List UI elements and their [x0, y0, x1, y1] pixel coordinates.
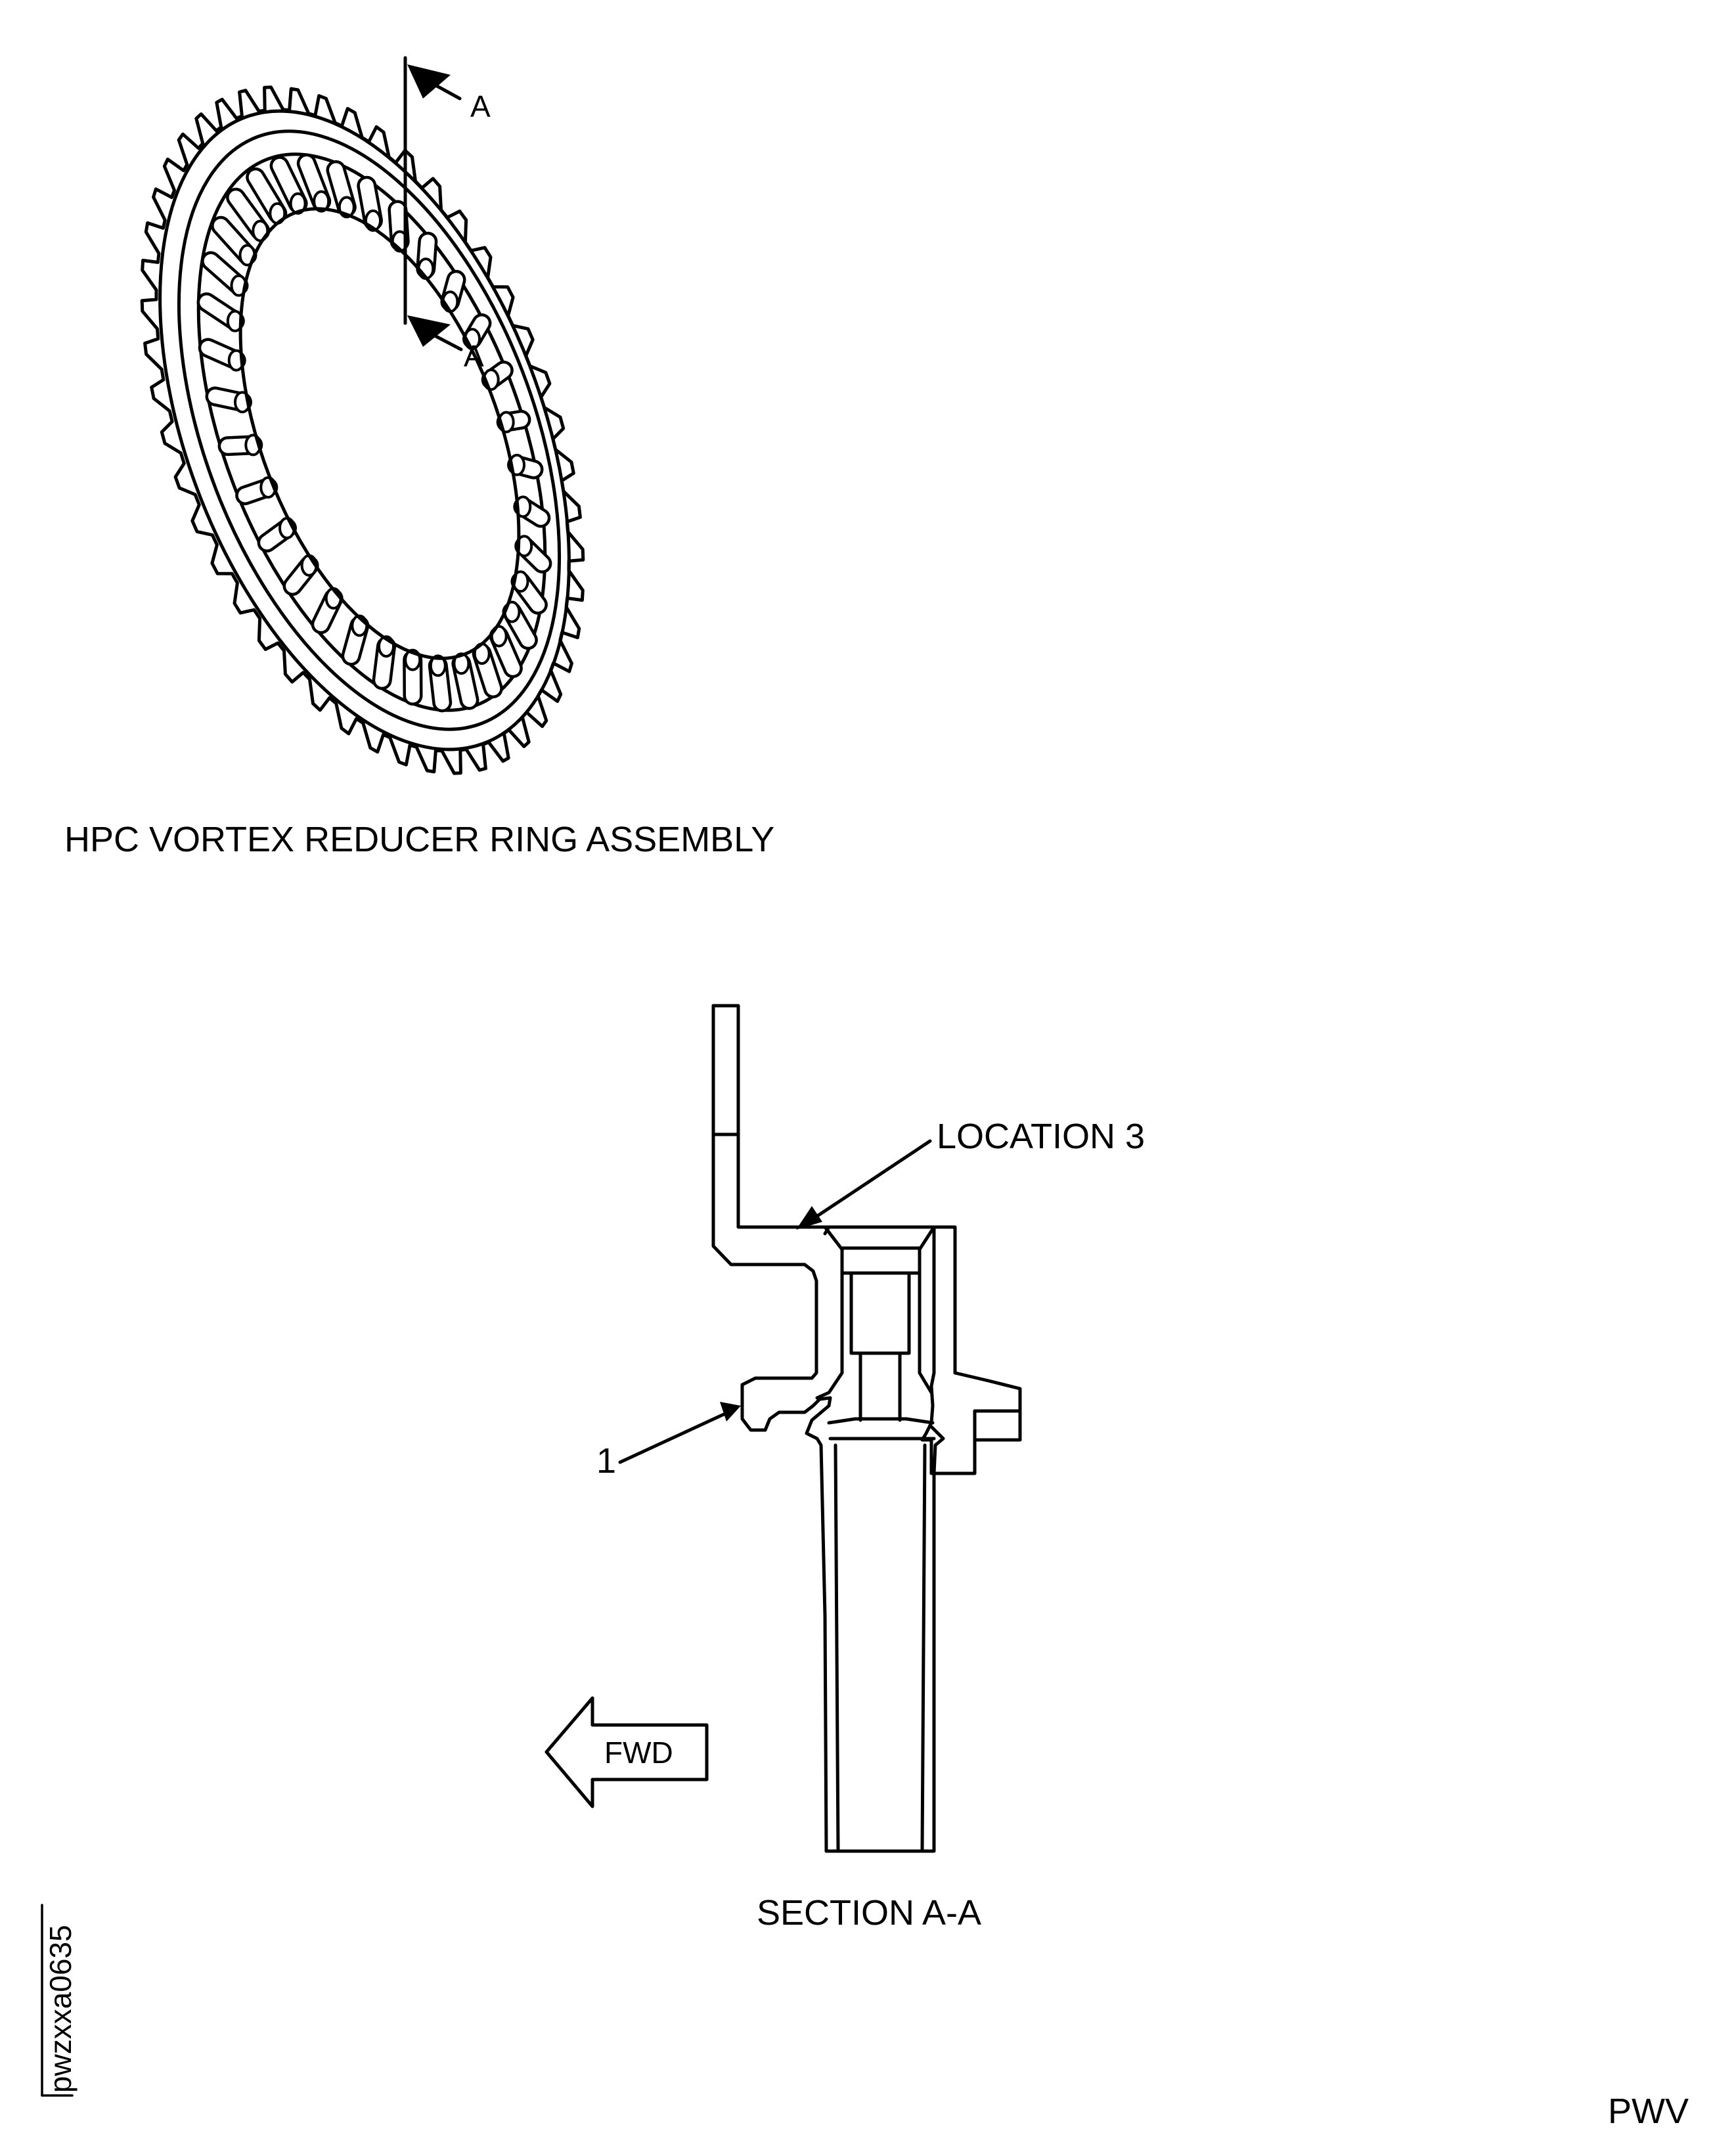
- item-arrowhead: [720, 1402, 741, 1422]
- ring-assembly-drawing: [140, 85, 585, 775]
- section-cut-indicator: A A: [403, 56, 491, 373]
- location-label: LOCATION 3: [937, 1117, 1145, 1156]
- item-1-callout: 1: [596, 1402, 741, 1481]
- ring-outer-rim: [158, 109, 571, 751]
- location-arrowhead: [796, 1206, 822, 1230]
- ring-inner-rim: [177, 129, 562, 731]
- figure-id: pwzxxa0635: [43, 1925, 78, 2093]
- forward-label: FWD: [604, 1736, 673, 1770]
- item-label: 1: [596, 1441, 616, 1481]
- section-stem: [824, 1425, 945, 1853]
- section-title: SECTION A-A: [757, 1893, 981, 1933]
- forward-direction-arrow: FWD: [545, 1696, 709, 1808]
- ring-bore: [238, 207, 521, 660]
- section-outer-profile: [711, 1004, 1022, 1475]
- section-a-a-drawing: [711, 1004, 1022, 1853]
- cut-arrow-top: [407, 64, 451, 99]
- assembly-title: HPC VORTEX REDUCER RING ASSEMBLY: [64, 820, 774, 859]
- cut-arrow-bottom: [407, 315, 451, 347]
- ring-pin-end: [313, 190, 330, 213]
- footer-code: PWV: [1608, 2092, 1689, 2131]
- cut-label-top: A: [470, 89, 491, 123]
- section-left-profile: [711, 1004, 832, 1853]
- cut-label-bottom: A: [464, 339, 484, 373]
- location-3-callout: LOCATION 3: [796, 1117, 1145, 1230]
- ring-pin-end: [429, 654, 447, 677]
- ring-pins: [196, 153, 552, 713]
